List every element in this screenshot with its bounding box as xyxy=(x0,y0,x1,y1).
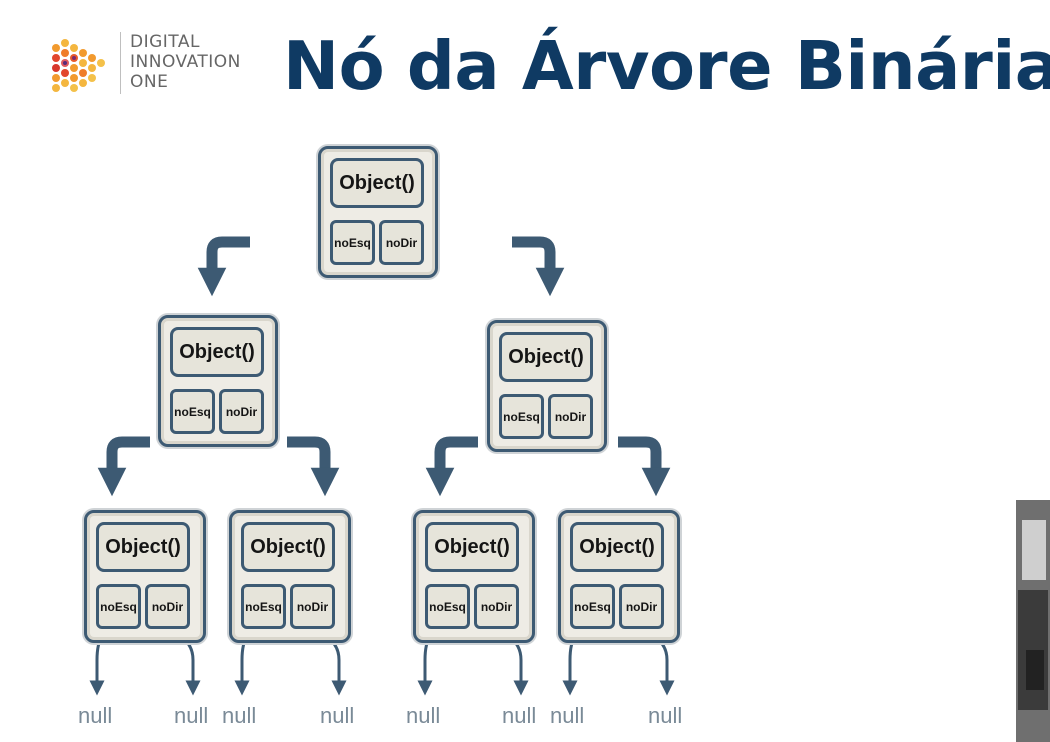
node-right-pointer: noDir xyxy=(219,389,264,434)
arrow-l1left-left xyxy=(97,436,150,497)
null-label: null xyxy=(502,703,537,728)
node-left-pointer: noEsq xyxy=(330,220,375,265)
arrow-l1right-left xyxy=(425,436,478,497)
logo-wordmark: DIGITAL INNOVATION ONE xyxy=(130,32,241,92)
node-object: Object() xyxy=(241,522,335,572)
video-region xyxy=(1022,520,1046,580)
node-left-pointer: noEsq xyxy=(425,584,470,629)
logo-line-3: ONE xyxy=(130,72,169,92)
node-left-pointer: noEsq xyxy=(570,584,615,629)
node-object: Object() xyxy=(570,522,664,572)
node-object: Object() xyxy=(425,522,519,572)
node-object: Object() xyxy=(170,327,264,377)
digital-innovation-one-logo: DIGITAL INNOVATION ONE xyxy=(48,30,278,100)
null-label: null xyxy=(174,703,209,728)
node-right-pointer: noDir xyxy=(290,584,335,629)
node-right-pointer: noDir xyxy=(548,394,593,439)
tree-node-leaf-1: Object() noEsq noDir xyxy=(84,510,206,643)
logo-divider xyxy=(120,32,121,94)
node-right-pointer: noDir xyxy=(619,584,664,629)
node-right-pointer: noDir xyxy=(379,220,424,265)
logo-line-2: INNOVATION xyxy=(130,52,241,72)
node-object: Object() xyxy=(96,522,190,572)
null-label: null xyxy=(648,703,683,728)
node-left-pointer: noEsq xyxy=(241,584,286,629)
arrow-root-right xyxy=(512,236,565,297)
tree-node-root: Object() noEsq noDir xyxy=(318,146,438,278)
arrow-l1left-right xyxy=(287,436,340,497)
logo-line-1: DIGITAL xyxy=(130,32,200,52)
tree-node-leaf-2: Object() noEsq noDir xyxy=(229,510,351,643)
null-label: null xyxy=(222,703,257,728)
node-right-pointer: noDir xyxy=(474,584,519,629)
slide-title: Nó da Árvore Binária xyxy=(283,27,1050,105)
presenter-video-thumbnail xyxy=(1016,500,1050,742)
null-label: null xyxy=(78,703,113,728)
node-object: Object() xyxy=(330,158,424,208)
node-right-pointer: noDir xyxy=(145,584,190,629)
node-left-pointer: noEsq xyxy=(499,394,544,439)
null-label: null xyxy=(320,703,355,728)
video-region xyxy=(1026,650,1044,690)
node-object: Object() xyxy=(499,332,593,382)
logo-hexagon-mark-icon xyxy=(52,39,105,92)
tree-node-level1-right: Object() noEsq noDir xyxy=(487,320,607,452)
tree-node-level1-left: Object() noEsq noDir xyxy=(158,315,278,447)
node-left-pointer: noEsq xyxy=(170,389,215,434)
tree-node-leaf-4: Object() noEsq noDir xyxy=(558,510,680,643)
null-label: null xyxy=(406,703,441,728)
arrow-root-left xyxy=(197,236,250,297)
node-left-pointer: noEsq xyxy=(96,584,141,629)
null-label: null xyxy=(550,703,585,728)
tree-node-leaf-3: Object() noEsq noDir xyxy=(413,510,535,643)
arrow-l1right-right xyxy=(618,436,671,497)
